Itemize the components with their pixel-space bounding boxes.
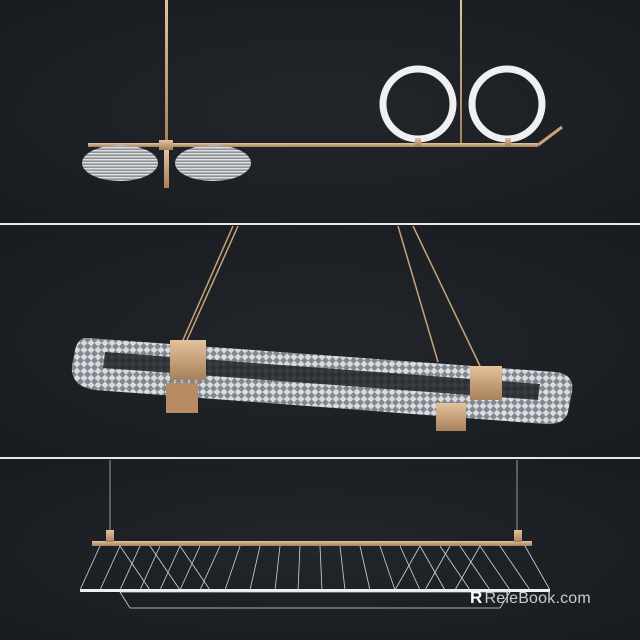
panel-divider bbox=[0, 457, 640, 459]
bottom-pendant bbox=[79, 460, 551, 609]
watermark-text: ReleBook.com bbox=[484, 590, 591, 607]
relebook-logo-icon: R bbox=[470, 588, 483, 607]
panel-top bbox=[0, 0, 640, 224]
panel-divider bbox=[0, 223, 640, 225]
top-chandelier bbox=[82, 0, 563, 188]
middle-chandelier bbox=[71, 225, 573, 431]
